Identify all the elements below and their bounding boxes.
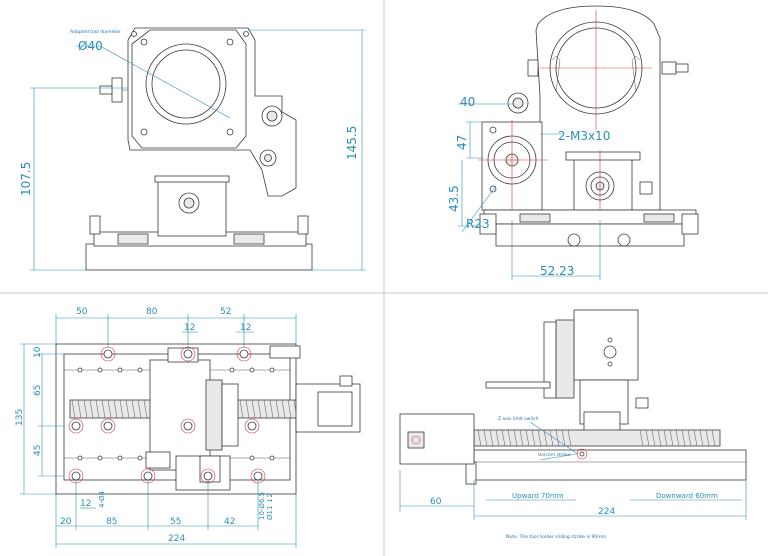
top-view: [20, 314, 361, 548]
side-dim-43-5: 43.5: [447, 185, 461, 212]
top-dim-50: 50: [76, 307, 88, 317]
front-height-mid: 107.5: [19, 162, 33, 196]
top-dim-12a: 12: [184, 323, 195, 333]
top-dim-85: 85: [106, 517, 117, 527]
top-dim-12b: 12: [240, 323, 251, 333]
side-radius-dim: R23: [466, 217, 490, 231]
iso-screw-threads: [477, 429, 716, 447]
side-dim-47: 47: [455, 135, 469, 150]
side-width-dim: 52.23: [540, 264, 574, 278]
top-holes-c: Ø11 ↓2: [266, 493, 274, 520]
top-dim-45: 45: [33, 445, 43, 456]
top-dim-224: 224: [168, 534, 185, 544]
mount-holes: [68, 346, 266, 484]
side-view: [458, 5, 699, 280]
side-thread-dim: 2-M3x10: [558, 129, 610, 143]
iso-dim-224: 224: [598, 507, 615, 517]
top-dim-65: 65: [33, 385, 43, 396]
top-dim-135: 135: [15, 409, 25, 426]
side-dim-40: 40: [460, 95, 475, 109]
top-dim-12c: 12: [80, 499, 91, 509]
front-height-total: 145.5: [345, 126, 359, 160]
top-dim-20: 20: [60, 517, 72, 527]
top-dim-52: 52: [220, 307, 231, 317]
iso-upward: Upward 70mm: [512, 492, 564, 500]
iso-switch-label: Z axis limit switch: [498, 416, 539, 422]
top-dim-42: 42: [224, 517, 235, 527]
iso-dim-60: 60: [430, 497, 442, 507]
top-dim-55: 55: [170, 517, 181, 527]
iso-block-label: Unicorn stroke: [538, 452, 571, 458]
top-holes-a: 4-Ø4: [98, 491, 106, 508]
iso-downward: Downward 60mm: [656, 492, 718, 500]
top-dim-10: 10: [33, 346, 43, 358]
iso-view: [399, 309, 747, 520]
front-bore-dim: Ø40: [78, 39, 103, 53]
front-note: Adapted tool diameter: [70, 29, 121, 35]
iso-footnote: Note: The tool holder sliding stroke is …: [506, 534, 606, 540]
top-dim-80: 80: [146, 307, 158, 317]
front-view: [30, 27, 366, 271]
top-holes-b: 10-Ø6.5: [258, 492, 266, 520]
rail-screws: [77, 367, 275, 461]
